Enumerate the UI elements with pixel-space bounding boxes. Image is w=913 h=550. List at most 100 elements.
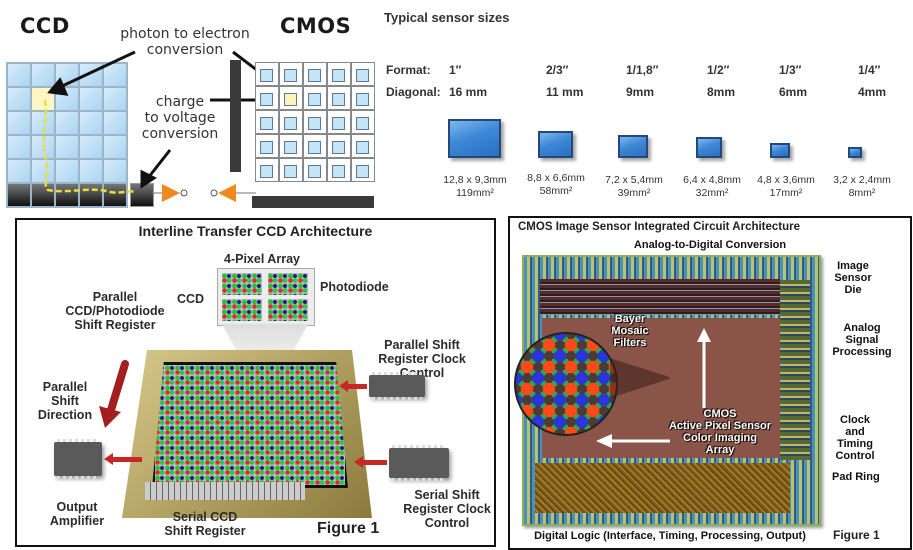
cmos-pixel xyxy=(303,86,327,110)
diagonal-value: 4mm xyxy=(858,85,887,99)
label-line: Die xyxy=(844,284,862,296)
cmos-pixel xyxy=(255,86,279,110)
serial-clock-chip-icon xyxy=(389,445,449,481)
label-line: Sensor xyxy=(834,272,872,284)
sensor-area: 39mm² xyxy=(617,187,651,199)
ccd-output-amplifier-icon xyxy=(152,184,188,202)
annotation-line: to voltage xyxy=(144,110,216,126)
sensor-size-box xyxy=(538,131,573,158)
format-value: 1/2″ xyxy=(707,63,730,77)
sensor-area: 119mm² xyxy=(456,187,494,199)
sensor-dims: 12,8 x 9,3mm xyxy=(443,174,507,186)
ccd-pixel xyxy=(31,159,55,183)
ccd-pixel xyxy=(7,159,31,183)
label-line: Register Clock xyxy=(403,502,491,516)
digital-logic-label: Digital Logic (Interface, Timing, Proces… xyxy=(534,530,806,542)
pixel-cell xyxy=(222,299,262,321)
bayer-mosaic-magnifier xyxy=(514,332,618,436)
array-arrows-icon xyxy=(596,328,711,448)
bayer-label: Bayer Mosaic Filters xyxy=(600,313,660,349)
label-line: Array xyxy=(705,444,735,456)
ccd-pixel xyxy=(79,87,103,111)
cmos-pixel xyxy=(351,158,375,182)
output-amplifier-label: Output Amplifier xyxy=(42,500,112,528)
figure-label: Figure 1 xyxy=(317,520,380,537)
ccd-pixel xyxy=(7,183,31,207)
diagonal-value: 8mm xyxy=(707,85,736,99)
cmos-pixel xyxy=(279,134,303,158)
ccd-architecture-panel: Interline Transfer CCD Architecture 4-Pi… xyxy=(15,218,496,547)
cmos-pixel xyxy=(327,62,351,86)
cmos-pixel xyxy=(351,134,375,158)
cmos-output-amplifier-icon xyxy=(210,184,256,202)
pad-ring-label: Pad Ring xyxy=(832,471,880,483)
label-line: Register Clock xyxy=(378,352,466,366)
label-line: Parallel xyxy=(42,380,88,394)
serial-register xyxy=(145,482,305,500)
label-line: Parallel Shift xyxy=(384,338,460,352)
digital-logic-block xyxy=(535,463,790,513)
label-line: CCD/Photodiode xyxy=(65,304,165,318)
label-line: Output xyxy=(56,500,98,514)
label-line: Control xyxy=(424,516,470,530)
cmos-pixel xyxy=(303,62,327,86)
sensor-dims: 4,8 x 3,6mm xyxy=(757,174,815,186)
adc-block xyxy=(540,279,780,315)
label-line: Serial Shift xyxy=(414,488,480,502)
label-line: Filters xyxy=(613,337,647,349)
format-label: Format: xyxy=(386,63,431,77)
cmos-pixel xyxy=(279,62,303,86)
ccd-pixel xyxy=(55,183,79,207)
cmos-pixel xyxy=(327,86,351,110)
ccd-pixel-array xyxy=(152,362,348,488)
diagonal-value: 11 mm xyxy=(546,85,584,99)
analog-processing-block xyxy=(780,280,810,460)
photodiode-label: Photodiode xyxy=(320,280,389,294)
label-line: Active Pixel Sensor xyxy=(668,420,772,432)
label-line: Shift Register xyxy=(74,318,156,332)
sensor-size-box xyxy=(448,119,501,158)
sensor-area: 58mm² xyxy=(539,185,573,197)
label-line: Shift xyxy=(51,394,79,408)
cmos-pixel xyxy=(303,110,327,134)
parallel-direction-label: Parallel Shift Direction xyxy=(25,380,105,422)
cmos-pixel xyxy=(303,134,327,158)
annotation-line: charge xyxy=(155,94,205,110)
label-line: Mosaic xyxy=(611,325,649,337)
cmos-pixel xyxy=(255,134,279,158)
ccd-title: CCD xyxy=(20,14,70,38)
parallel-register-label: Parallel CCD/Photodiode Shift Register xyxy=(45,290,185,332)
ccd-pixel xyxy=(7,87,31,111)
ccd-panel-title: Interline Transfer CCD Architecture xyxy=(138,223,373,239)
analog-label: Analog Signal Processing xyxy=(832,322,892,358)
cmos-pixel xyxy=(327,134,351,158)
label-line: Signal xyxy=(845,334,879,346)
ccd-pixel xyxy=(55,159,79,183)
label-line: Shift Register xyxy=(164,524,246,538)
ccd-pixel xyxy=(31,111,55,135)
ccd-pixel xyxy=(103,63,127,87)
cmos-pixel xyxy=(255,158,279,182)
sensor-size-box xyxy=(618,135,648,158)
clock-label: Clock and Timing Control xyxy=(830,414,880,462)
sensor-size-box xyxy=(848,147,862,158)
ccd-pixel xyxy=(79,135,103,159)
parallel-shift-arrow-icon xyxy=(99,360,129,428)
ccd-pixel xyxy=(31,183,55,207)
label-line: Bayer xyxy=(614,313,646,325)
sensor-dims: 6,4 x 4,8mm xyxy=(683,174,741,186)
ccd-pixel xyxy=(7,135,31,159)
parallel-clock-label: Parallel Shift Register Clock Control xyxy=(362,338,482,380)
format-value: 2/3″ xyxy=(546,63,569,77)
cmos-pixel-grid xyxy=(255,62,375,182)
pixel-array-callout xyxy=(217,268,315,326)
sensor-size-box xyxy=(696,137,722,158)
cmos-column-bus xyxy=(252,196,374,208)
output-amplifier-chip-icon xyxy=(54,439,102,479)
cmos-row-bus xyxy=(230,60,241,172)
charge-conversion-annotation: charge to voltage conversion xyxy=(135,94,225,142)
format-value: 1″ xyxy=(449,63,462,77)
